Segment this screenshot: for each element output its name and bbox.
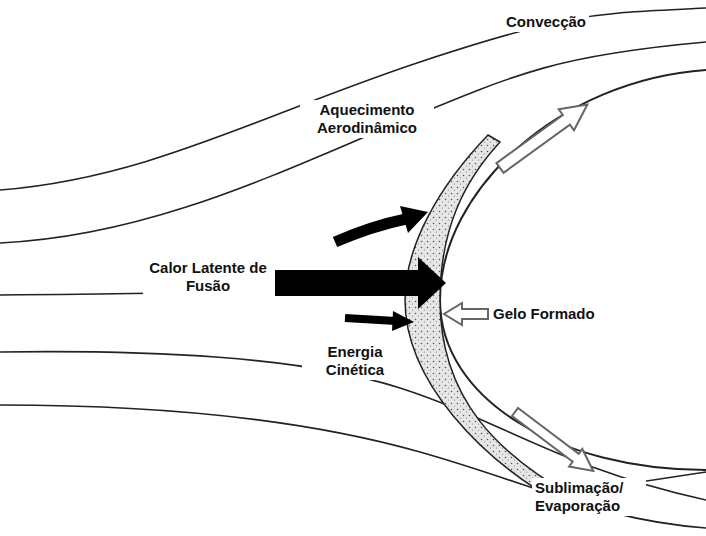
streamlines: [0, 8, 706, 528]
kinetic-energy-head: [392, 311, 414, 331]
sublimation-label: Sublimação/ Evaporação: [532, 478, 646, 516]
aerodynamic-heating-label: Aquecimento Aerodinâmico: [300, 100, 434, 138]
kinetic-energy-arrow: [345, 318, 396, 321]
kinetic-energy-label: Energia Cinética: [302, 342, 408, 380]
ice-label: Gelo Formado: [490, 304, 598, 324]
convection-arrow: [492, 94, 595, 179]
latent-heat-label: Calor Latente de Fusão: [143, 258, 273, 296]
sublimation-arrow: [508, 403, 600, 480]
aerodynamic-heating-head: [400, 206, 428, 233]
latent-heat-arrow: [275, 257, 446, 309]
aerodynamic-heating-arrow: [335, 219, 406, 242]
airfoil-outline: [440, 70, 706, 470]
convection-label: Convecção: [503, 12, 589, 32]
ice-arrow: [444, 303, 488, 325]
